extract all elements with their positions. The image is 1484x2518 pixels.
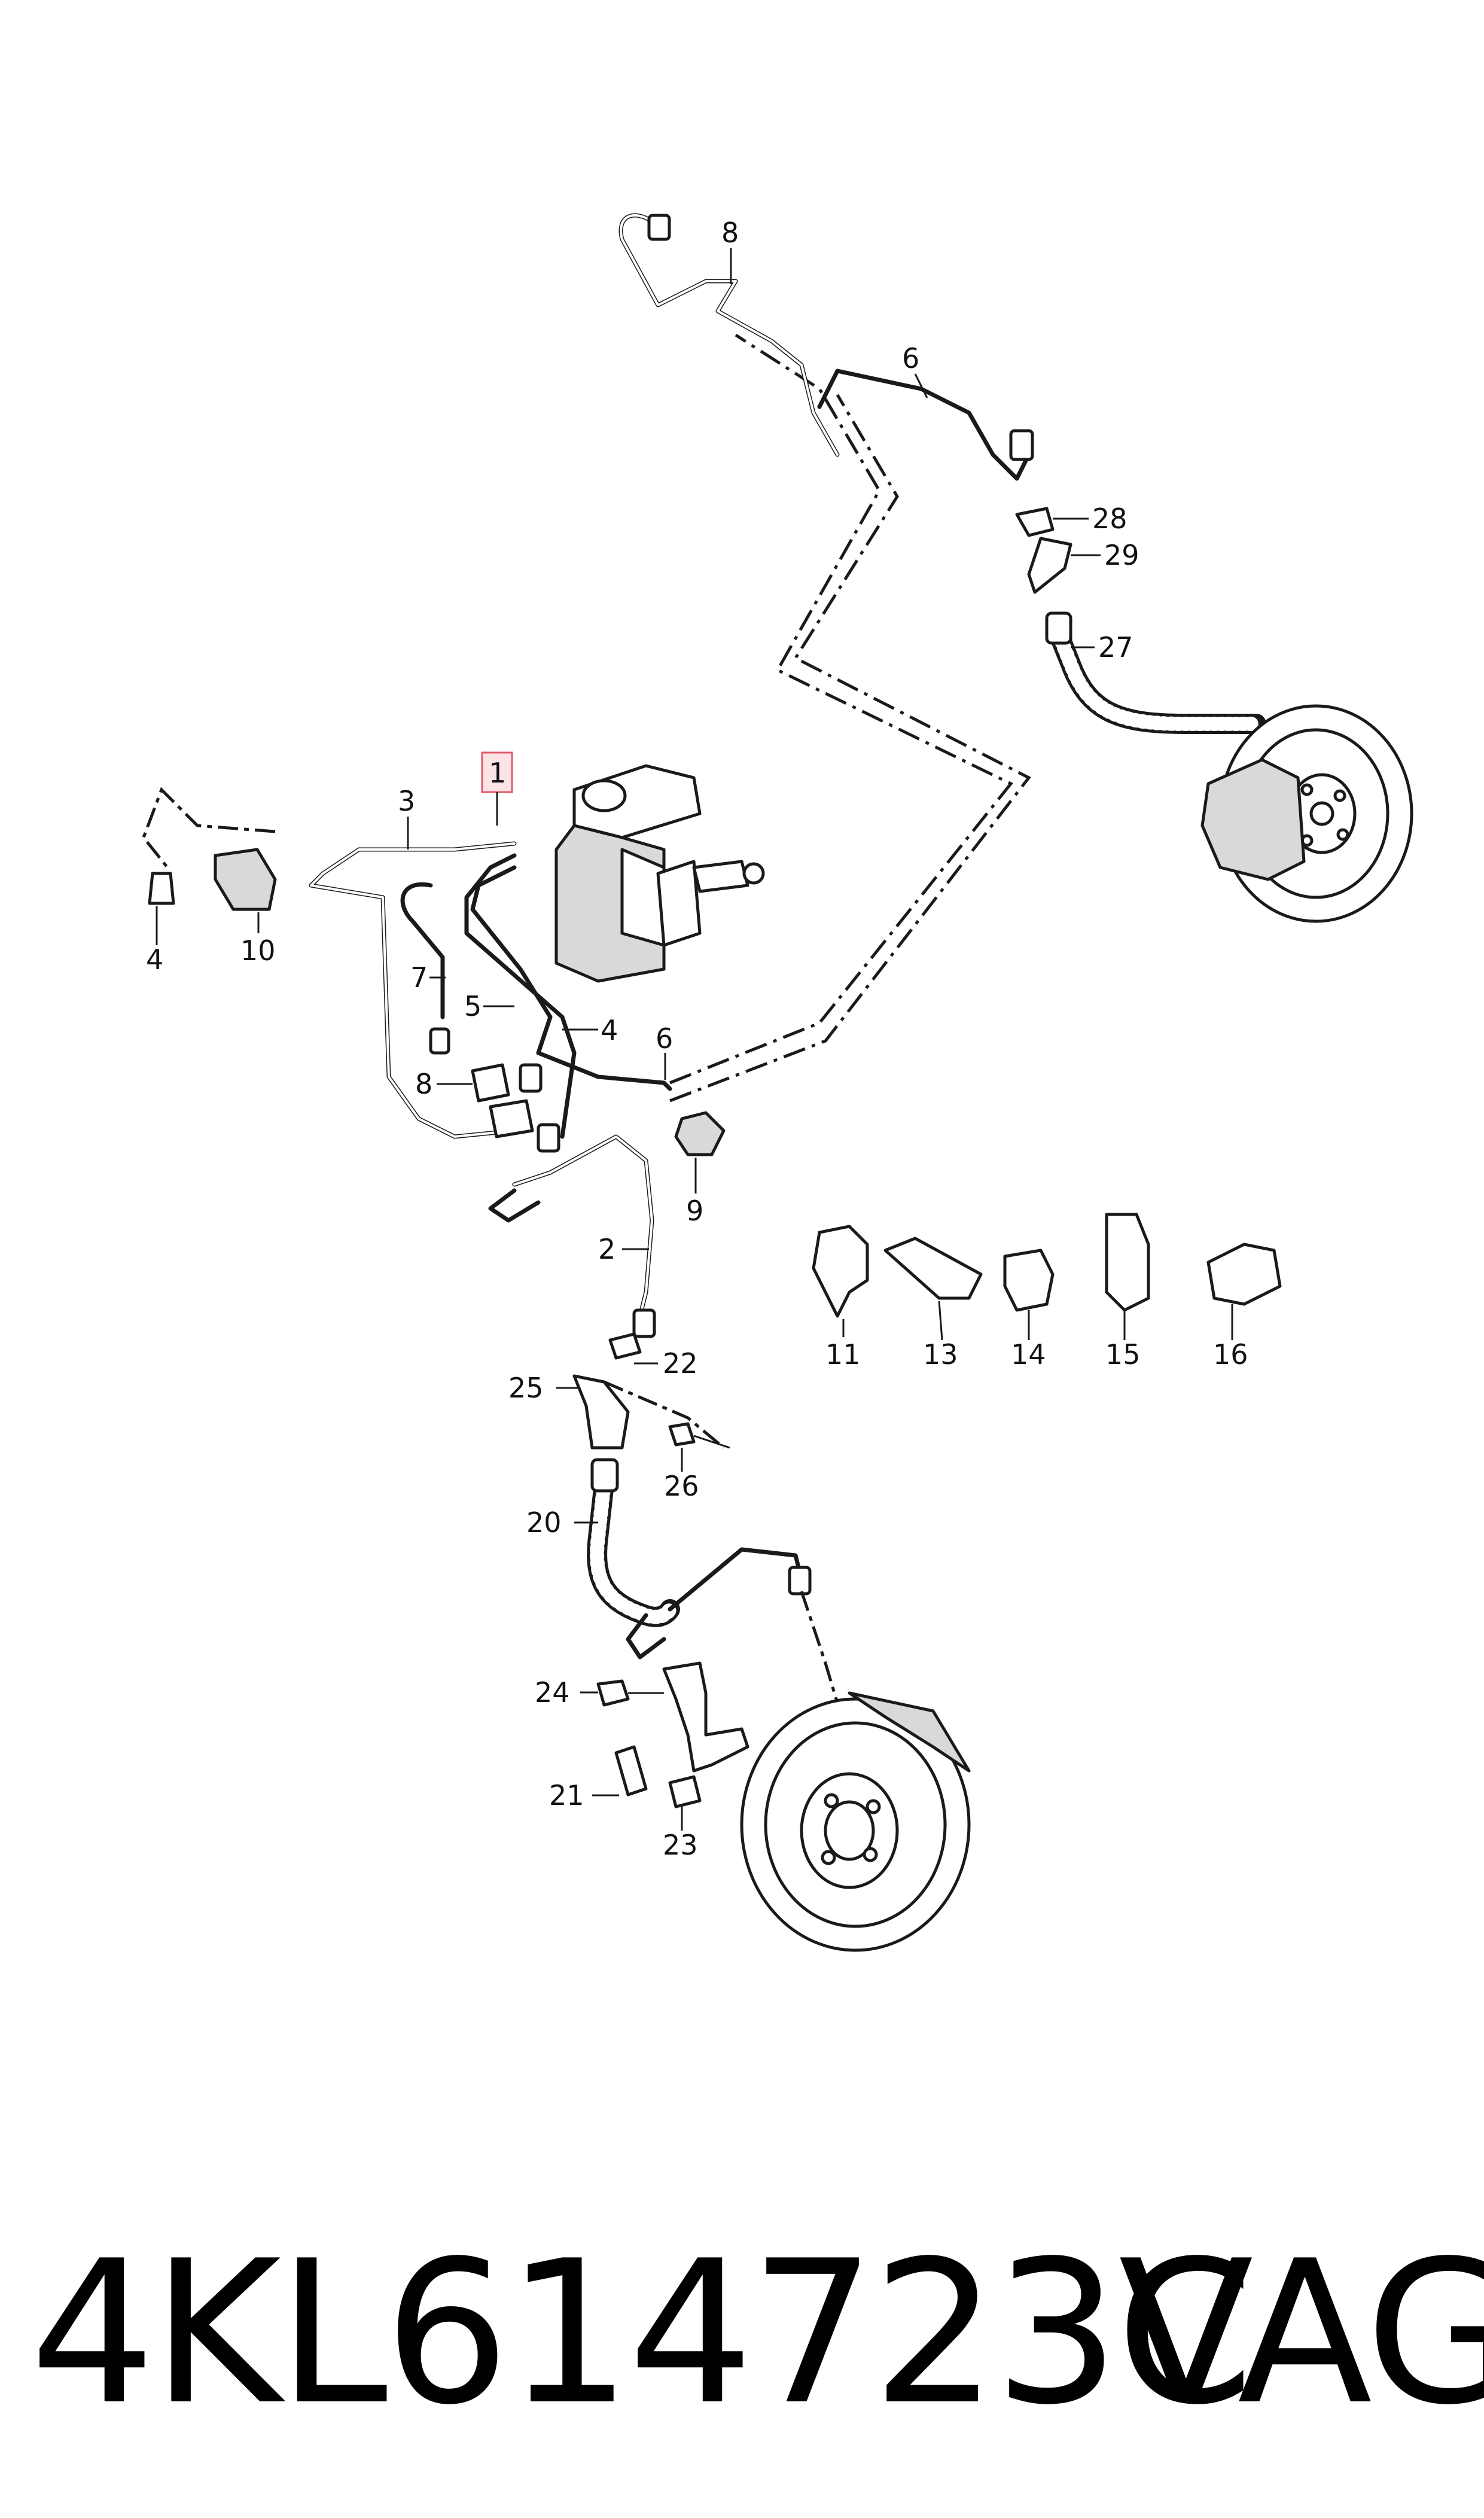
brake-hose-27-pattern — [1052, 627, 1263, 731]
callout-25: 25 — [508, 1372, 544, 1404]
clip-16 — [1206, 1243, 1282, 1306]
callout-14: 14 — [1011, 1338, 1046, 1371]
sleeve-13 — [883, 1237, 983, 1300]
fitting-front-1 — [429, 1027, 450, 1055]
brake-line-top-inner — [620, 214, 839, 456]
brake-line-20-loop — [626, 1613, 666, 1660]
brand-label: VAG — [1119, 2218, 1484, 2448]
callout-22: 22 — [663, 1347, 698, 1380]
bracket-22 — [608, 1332, 642, 1360]
front-brake-disc — [740, 1691, 971, 1952]
routing-dashed-line-bracket — [604, 1380, 725, 1449]
callout-5: 5 — [464, 990, 482, 1022]
brake-line-diagram: 1 2 3 4 4 5 6 6 7 8 8 9 10 11 13 14 15 1… — [142, 213, 1413, 1952]
callout-7: 7 — [410, 961, 428, 994]
callout-21: 21 — [549, 1779, 584, 1811]
callout-15: 15 — [1105, 1338, 1141, 1371]
callout-16: 16 — [1213, 1338, 1248, 1371]
brake-line-2-inner — [513, 1135, 653, 1317]
brake-line-6-upper — [817, 369, 1031, 481]
master-cylinder-unit — [554, 764, 765, 983]
fitting-front-2 — [519, 1063, 543, 1093]
hose-20-end-fitting — [590, 1458, 619, 1493]
brake-line-20-pipe — [668, 1547, 804, 1612]
callout-1: 1 — [489, 757, 506, 789]
clip-8-lower — [471, 1063, 510, 1103]
callout-8b: 8 — [415, 1068, 432, 1100]
callout-3: 3 — [398, 785, 415, 817]
callout-4b: 4 — [601, 1014, 618, 1046]
routing-dashed-line-rear — [669, 333, 1013, 1085]
routing-dashed-line-rear-2 — [669, 394, 1031, 1103]
hose-27-end-fitting — [1045, 611, 1072, 645]
bolt-26 — [668, 1422, 696, 1447]
clip-15 — [1105, 1213, 1150, 1312]
routing-dashed-line-left — [142, 787, 276, 869]
clip-28 — [1015, 507, 1055, 537]
sensor-bracket — [662, 1661, 749, 1773]
brake-hose-20-pattern — [590, 1476, 677, 1624]
brake-line-4 — [464, 853, 577, 1139]
brake-line-3-inner — [310, 842, 516, 1138]
bracket-25 — [572, 1374, 630, 1450]
brake-line-6-lower — [536, 1051, 672, 1091]
callout-28: 28 — [1092, 503, 1128, 535]
clip-23 — [668, 1775, 702, 1808]
callout-6b: 6 — [656, 1022, 673, 1055]
grommet-9 — [674, 1111, 726, 1156]
brake-line-left-loop — [488, 1188, 541, 1223]
callout-8a: 8 — [721, 217, 739, 249]
bolt-26-shaft — [693, 1435, 730, 1449]
callout-10: 10 — [240, 934, 276, 967]
bolt-24 — [596, 1679, 630, 1707]
bolt-4 — [148, 872, 175, 905]
clip-14 — [1003, 1249, 1055, 1312]
fitting-top-8 — [647, 214, 671, 241]
leader-6a — [914, 373, 928, 398]
callout-11: 11 — [825, 1338, 861, 1371]
brake-line-7 — [400, 882, 445, 1019]
brake-line-top — [618, 213, 840, 457]
leader-13 — [938, 1301, 943, 1341]
callout-29: 29 — [1104, 539, 1139, 571]
brake-line-5 — [470, 865, 553, 1055]
callout-4a: 4 — [146, 943, 163, 976]
callout-23: 23 — [663, 1829, 698, 1861]
bracket-10 — [214, 848, 277, 911]
callout-13: 13 — [923, 1338, 958, 1371]
fitting-front-4 — [632, 1308, 656, 1338]
fitting-6-upper — [1009, 429, 1034, 461]
callout-9: 9 — [686, 1195, 703, 1227]
fitting-front-3 — [537, 1123, 560, 1153]
fitting-20-pipe — [788, 1566, 812, 1596]
callout-24: 24 — [535, 1676, 570, 1709]
callout-6a: 6 — [902, 342, 919, 374]
clip-11 — [812, 1225, 869, 1318]
part-number: 4KL614723C — [30, 2218, 1254, 2448]
callout-2: 2 — [598, 1233, 615, 1265]
clip-29 — [1027, 537, 1072, 594]
rear-brake-caliper — [1200, 758, 1306, 881]
callout-20: 20 — [526, 1506, 562, 1539]
callout-26: 26 — [664, 1470, 699, 1502]
clip-8-lower-2 — [489, 1099, 534, 1138]
callout-27: 27 — [1098, 631, 1133, 663]
clip-21 — [614, 1745, 648, 1797]
brake-line-2 — [512, 1134, 654, 1319]
